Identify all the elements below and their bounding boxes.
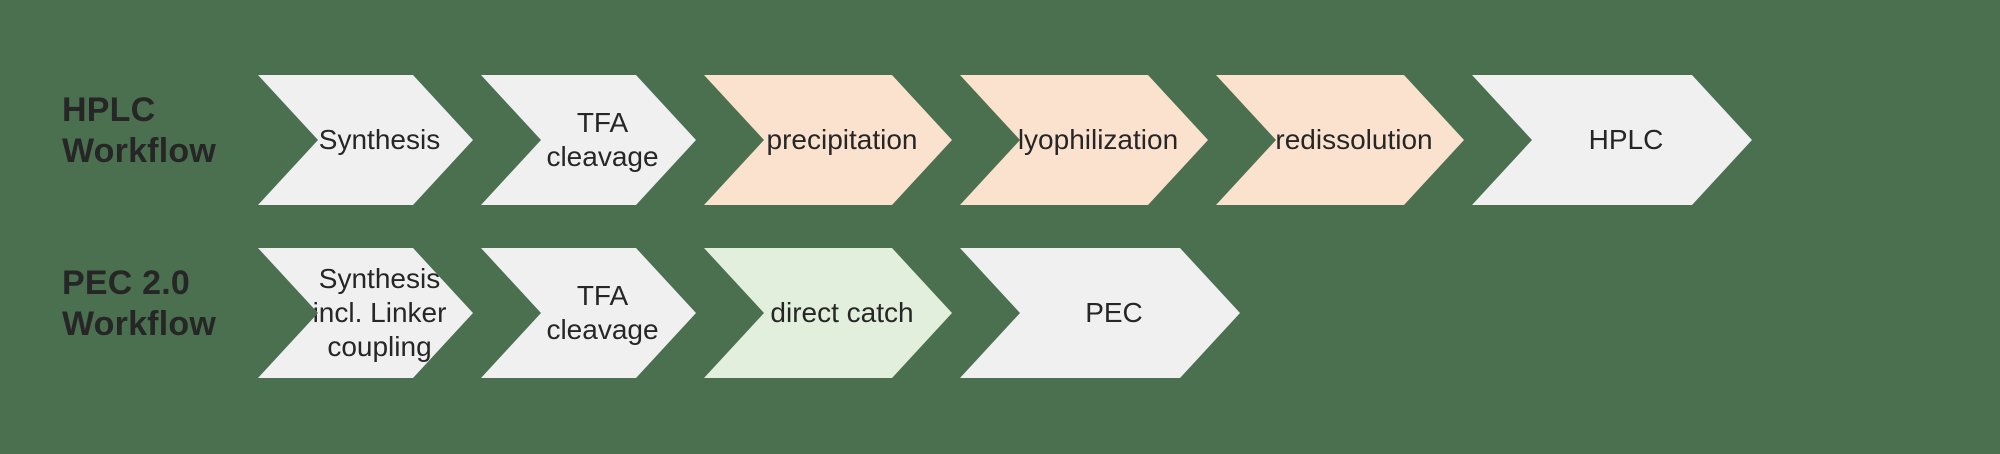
step-label: redissolution xyxy=(1275,123,1433,155)
step-label: HPLC xyxy=(1588,123,1664,155)
step-pec[interactable]: PEC xyxy=(960,248,1240,378)
step-tfa-cleavage[interactable]: TFA cleavage xyxy=(481,75,696,205)
step-synthesis-incl-linker-coupling[interactable]: Synthesis incl. Linker coupling xyxy=(258,248,473,378)
step-label: lyophilization xyxy=(1017,123,1179,155)
step-label: Synthesis xyxy=(318,123,441,155)
step-direct-catch[interactable]: direct catch xyxy=(704,248,952,378)
step-tfa-cleavage[interactable]: TFA cleavage xyxy=(481,248,696,378)
row-label-hplc-workflow: HPLC Workflow xyxy=(62,91,216,171)
step-precipitation[interactable]: precipitation xyxy=(704,75,952,205)
row-label-pec-workflow: PEC 2.0 Workflow xyxy=(62,264,216,344)
step-label: precipitation xyxy=(766,123,918,155)
step-label: TFA cleavage xyxy=(546,279,659,345)
step-hplc[interactable]: HPLC xyxy=(1472,75,1752,205)
step-label: direct catch xyxy=(770,296,914,328)
workflow-row-hplc: Synthesis TFA cleavage precipitation lyo… xyxy=(258,75,1760,205)
step-synthesis[interactable]: Synthesis xyxy=(258,75,473,205)
step-label: TFA cleavage xyxy=(546,106,659,172)
step-label: Synthesis incl. Linker coupling xyxy=(312,262,447,363)
step-redissolution[interactable]: redissolution xyxy=(1216,75,1464,205)
step-lyophilization[interactable]: lyophilization xyxy=(960,75,1208,205)
workflow-row-pec: Synthesis incl. Linker coupling TFA clea… xyxy=(258,248,1248,378)
step-label: PEC xyxy=(1085,296,1143,328)
